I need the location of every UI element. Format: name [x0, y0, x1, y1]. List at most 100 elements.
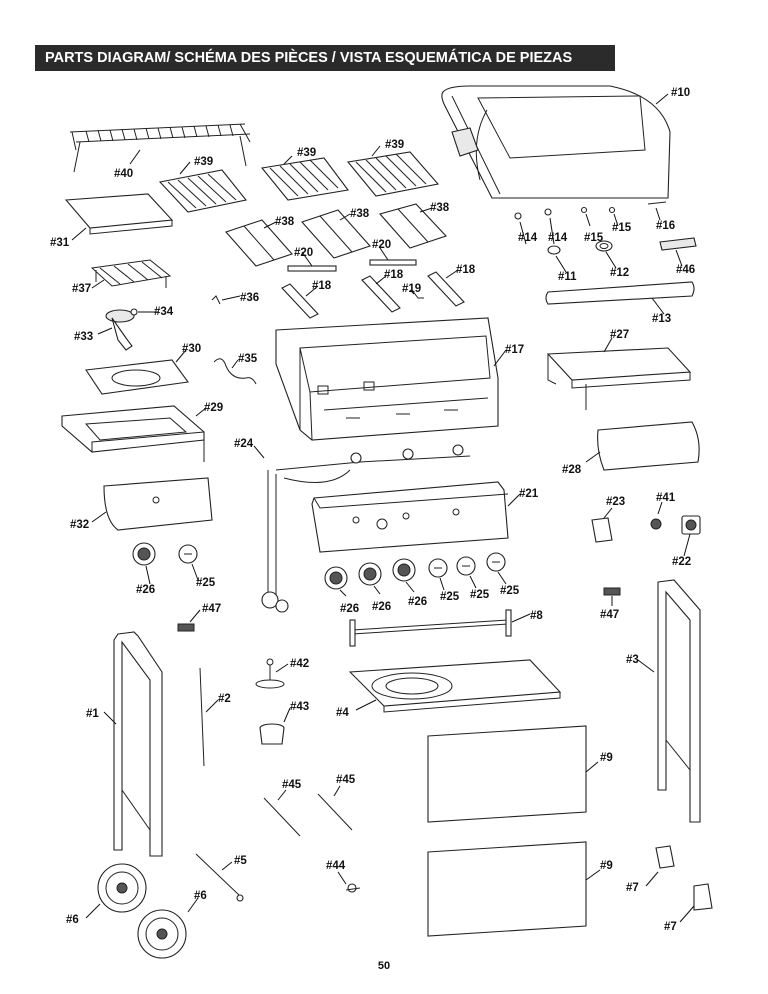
callout-45-right: #45: [336, 774, 356, 786]
hinge-pin-part: [647, 201, 667, 205]
callout-42: #42: [290, 658, 309, 670]
callout-11: #11: [558, 271, 577, 283]
callout-15-right: #15: [612, 222, 632, 234]
handle-part: [545, 281, 695, 305]
lid-part: [441, 85, 671, 199]
callout-8: #8: [530, 610, 543, 622]
side-shelf-part: [546, 347, 692, 410]
door-rod-right-part: [317, 793, 353, 831]
heat-tent-middle-part: [301, 209, 371, 259]
callout-18-right: #18: [456, 264, 476, 276]
right-leg-frame-part: [657, 579, 701, 823]
callout-30: #30: [182, 343, 201, 355]
callout-38-left: #38: [275, 216, 295, 228]
firebox-part: [275, 317, 499, 441]
callout-labels: #10 #40 #39 #39 #39 #31 #38 #38 #38 #20 …: [50, 87, 695, 933]
callout-37: #37: [72, 283, 91, 295]
callout-1: #1: [86, 708, 99, 720]
callout-18-left: #18: [312, 280, 332, 292]
handle-bolt-part: [514, 206, 616, 220]
crossover-tube-left-part: [287, 265, 337, 272]
callout-28: #28: [562, 464, 582, 476]
callout-46: #46: [676, 264, 695, 276]
ignition-module-part: [681, 515, 701, 535]
callout-22: #22: [672, 556, 691, 568]
callout-10: #10: [671, 87, 690, 99]
cooking-grate-right-part: [346, 151, 440, 197]
callout-5: #5: [234, 855, 247, 867]
igniter-part: [411, 289, 424, 299]
callout-36: #36: [240, 292, 259, 304]
callout-34: #34: [154, 306, 174, 318]
foot-upper-part: [655, 845, 675, 869]
callout-29: #29: [204, 402, 223, 414]
callout-21: #21: [519, 488, 539, 500]
grease-cup-part: [259, 723, 285, 745]
callout-27: #27: [610, 329, 629, 341]
callout-39-right: #39: [385, 139, 404, 151]
callout-25-c: #25: [500, 585, 520, 597]
callout-47-left: #47: [202, 603, 221, 615]
igniter-button-part: [650, 518, 662, 530]
leader-lines: [71, 93, 695, 923]
callout-40: #40: [114, 168, 133, 180]
side-control-panel-part: [103, 477, 213, 531]
wire-part: [213, 358, 257, 385]
door-rod-left-part: [263, 797, 301, 837]
callout-39-left: #39: [194, 156, 213, 168]
control-knob-part: [178, 544, 506, 578]
axle-part: [195, 853, 244, 902]
burner-left-part: [281, 283, 319, 319]
callout-38-right: #38: [430, 202, 450, 214]
callout-7-upper: #7: [626, 882, 639, 894]
clip-left-part: [177, 623, 195, 632]
callout-39-middle: #39: [297, 147, 316, 159]
thermometer-part: [595, 240, 613, 252]
callout-41: #41: [656, 492, 676, 504]
callout-9-lower: #9: [600, 860, 613, 872]
bottom-shelf-part: [348, 659, 562, 713]
callout-25-b: #25: [470, 589, 490, 601]
shelf-front-panel-part: [597, 421, 700, 471]
door-lower-part: [427, 841, 587, 937]
wheel-lower-part: [137, 909, 187, 959]
logo-plate-part: [659, 237, 697, 251]
callout-25-side: #25: [196, 577, 216, 589]
callout-31: #31: [50, 237, 70, 249]
heat-tent-right-part: [379, 203, 447, 249]
callout-2: #2: [218, 693, 231, 705]
callout-44: #44: [326, 860, 346, 872]
burner-middle-part: [361, 275, 401, 313]
manifold-hose-part: [261, 444, 471, 613]
callout-25-a: #25: [440, 591, 460, 603]
callout-15-left: #15: [584, 232, 604, 244]
callout-20-right: #20: [372, 239, 391, 251]
callout-13: #13: [652, 313, 671, 325]
callout-16: #16: [656, 220, 675, 232]
callout-19: #19: [402, 283, 421, 295]
callout-47-right: #47: [600, 609, 619, 621]
callout-26-c: #26: [408, 596, 427, 608]
side-burner-lid-part: [64, 193, 174, 235]
knob-bezel-part: [132, 542, 416, 590]
callout-43: #43: [290, 701, 309, 713]
side-burner-part: [105, 308, 138, 351]
heat-tent-left-part: [225, 219, 293, 267]
callout-6-right: #6: [194, 890, 207, 902]
callout-24: #24: [234, 438, 254, 450]
callout-26-a: #26: [340, 603, 359, 615]
cooking-grate-middle-part: [260, 157, 349, 201]
control-panel-part: [311, 481, 509, 553]
page-number: 50: [377, 960, 391, 972]
side-burner-frame-part: [61, 405, 205, 462]
callout-26-b: #26: [372, 601, 391, 613]
hook-part: [255, 658, 285, 689]
bracket-part: [591, 517, 613, 543]
door-upper-part: [427, 725, 587, 823]
callout-7-lower: #7: [664, 921, 677, 933]
callout-17: #17: [505, 344, 524, 356]
callout-6-left: #6: [66, 914, 79, 926]
warming-rack-part: [69, 123, 251, 173]
bezel-small-part: [547, 245, 561, 255]
cross-bar-part: [349, 609, 512, 647]
